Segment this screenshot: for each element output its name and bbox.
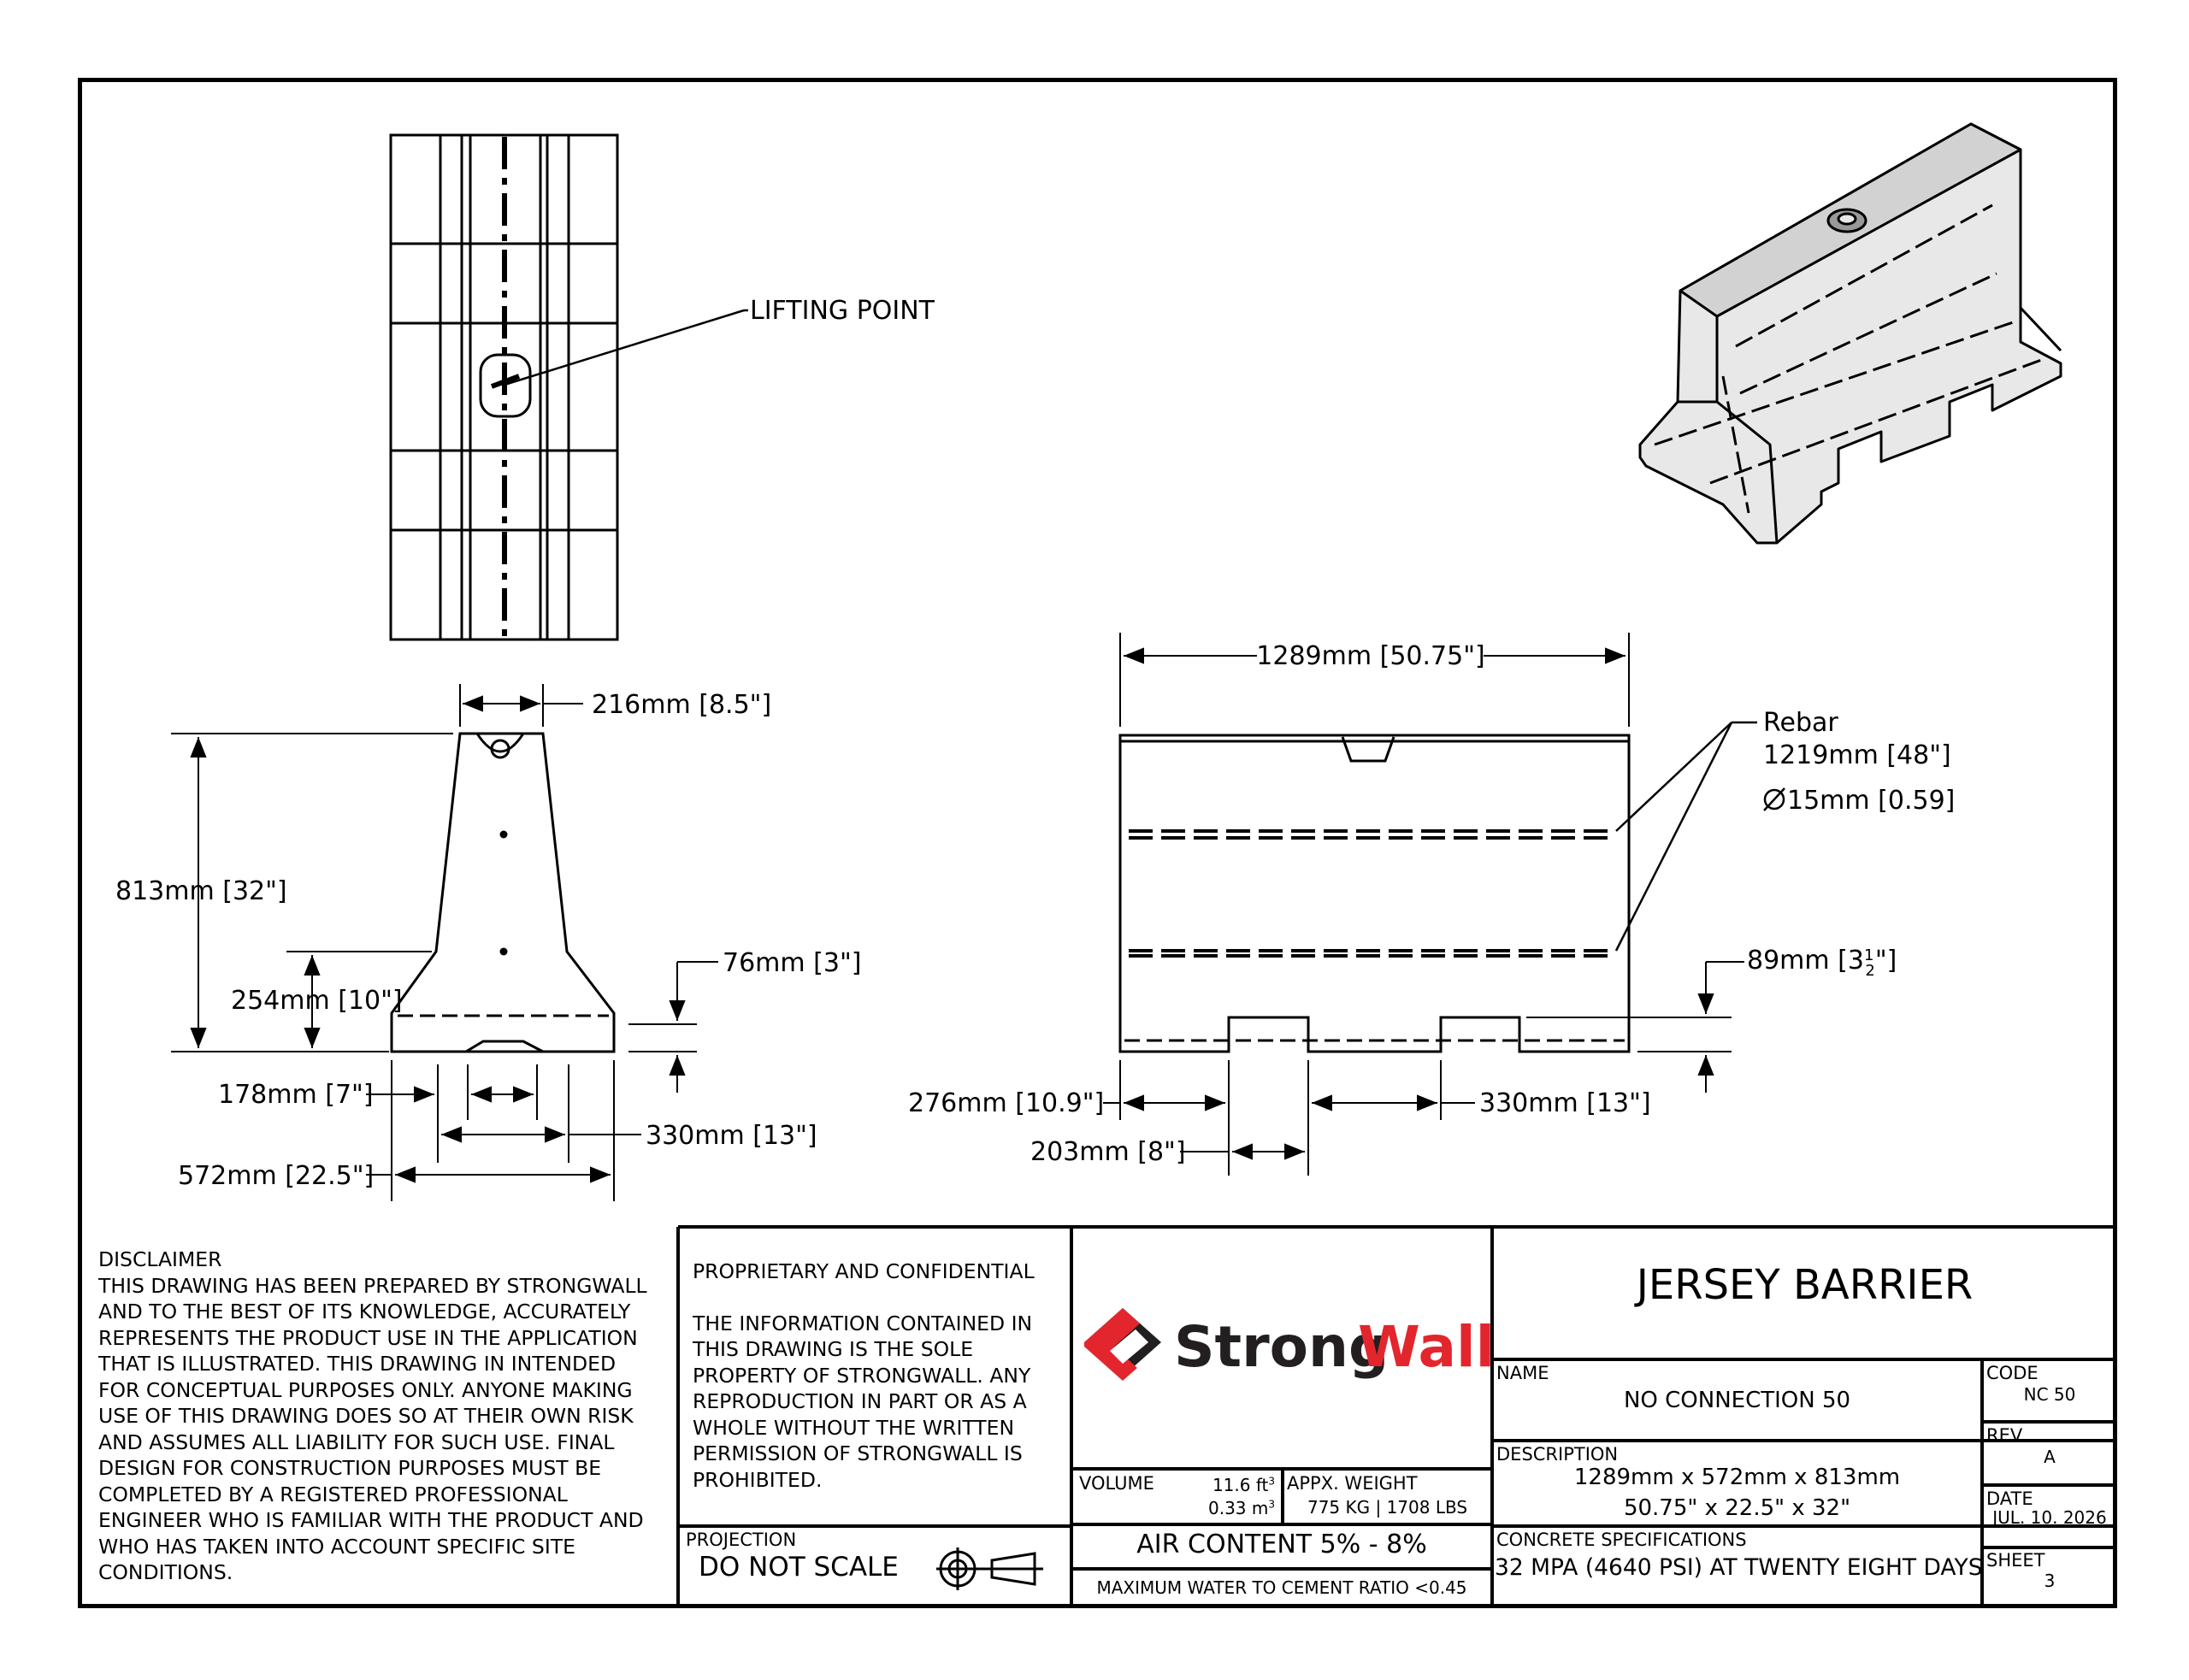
sheet-value: 3: [2044, 1571, 2056, 1591]
proprietary-line: REPRODUCTION IN PART OR AS A: [693, 1389, 1027, 1413]
drawing-area: LIFTING POINT: [115, 122, 2062, 1201]
dim-side-foot-height: 76mm [3"]: [723, 948, 861, 978]
name-label: NAME: [1496, 1363, 1549, 1383]
dim-base-width: 572mm [22.5"]: [178, 1161, 374, 1191]
name-value: NO CONNECTION 50: [1623, 1388, 1851, 1413]
disclaimer-line: COMPLETED BY A REGISTERED PROFESSIONAL: [98, 1482, 568, 1506]
disclaimer-line: ENGINEER WHO IS FAMILIAR WITH THE PRODUC…: [98, 1508, 644, 1532]
dim-front-slot-width: 203mm [8"]: [1030, 1137, 1186, 1167]
description-label: DESCRIPTION: [1496, 1444, 1619, 1465]
disclaimer-line: CONDITIONS.: [98, 1560, 233, 1584]
drawing-title: JERSEY BARRIER: [1636, 1261, 1974, 1309]
proprietary-line: THIS DRAWING IS THE SOLE: [693, 1337, 974, 1361]
dim-side-slot-width: 178mm [7"]: [218, 1080, 374, 1110]
rev-label: REV: [1986, 1425, 2023, 1446]
disclaimer-line: FOR CONCEPTUAL PURPOSES ONLY. ANYONE MAK…: [98, 1377, 633, 1402]
volume-m: 0.33 m3: [1207, 1498, 1275, 1518]
side-view: [171, 684, 718, 1201]
disclaimer-title: DISCLAIMER: [98, 1247, 222, 1271]
description-line2: 50.75" x 22.5" x 32": [1623, 1495, 1851, 1521]
disclaimer-line: WHO HAS TAKEN INTO ACCOUNT SPECIFIC SITE: [98, 1534, 575, 1559]
proprietary-line: PROPERTY OF STRONGWALL. ANY: [693, 1363, 1031, 1388]
disclaimer-line: REPRESENTS THE PRODUCT USE IN THE APPLIC…: [98, 1325, 638, 1350]
disclaimer-line: AND TO THE BEST OF ITS KNOWLEDGE, ACCURA…: [98, 1300, 631, 1323]
description-line1: 1289mm x 572mm x 813mm: [1573, 1465, 1901, 1490]
air-content: AIR CONTENT 5% - 8%: [1136, 1530, 1427, 1559]
concrete-value: 32 MPA (4640 PSI) AT TWENTY EIGHT DAYS: [1495, 1554, 1983, 1581]
logo-mark-icon: [1084, 1308, 1161, 1381]
proprietary-title: PROPRIETARY AND CONFIDENTIAL: [693, 1259, 1035, 1283]
proprietary-line: PROHIBITED.: [693, 1467, 823, 1492]
disclaimer-line: DESIGN FOR CONSTRUCTION PURPOSES MUST BE: [98, 1456, 602, 1480]
proprietary-line: WHOLE WITHOUT THE WRITTEN: [693, 1415, 1015, 1440]
logo-text-strong: Strong: [1174, 1314, 1389, 1380]
date-value: JUL. 10. 2026: [1992, 1507, 2107, 1528]
title-block-grid: [676, 1225, 2117, 1608]
disclaimer-line: THIS DRAWING HAS BEEN PREPARED BY STRONG…: [98, 1273, 647, 1298]
logo-text-wall: Wall: [1358, 1314, 1495, 1380]
front-view: [1103, 633, 1757, 1176]
volume-label: VOLUME: [1079, 1473, 1154, 1494]
third-angle-projection-icon: [936, 1547, 1043, 1590]
dim-inner-base: 330mm [13"]: [646, 1121, 817, 1151]
top-view: [389, 133, 748, 641]
strongwall-logo: Strong Wall: [1084, 1308, 1495, 1381]
volume-ft: 11.6 ft3: [1212, 1475, 1275, 1495]
dim-top-width: 216mm [8.5"]: [592, 690, 771, 720]
code-value: NC 50: [2023, 1384, 2076, 1405]
sheet-label: SHEET: [1986, 1550, 2045, 1571]
dim-height: 813mm [32"]: [115, 876, 287, 906]
concrete-label: CONCRETE SPECIFICATIONS: [1496, 1530, 1747, 1550]
proprietary-block: PROPRIETARY AND CONFIDENTIAL THE INFORMA…: [693, 1259, 1069, 1493]
isometric-view: [1638, 122, 2062, 545]
proprietary-line: THE INFORMATION CONTAINED IN: [693, 1311, 1033, 1335]
disclaimer-line: THAT IS ILLUSTRATED. THIS DRAWING IN INT…: [98, 1352, 617, 1376]
projection-label: PROJECTION: [686, 1530, 797, 1550]
rev-value: A: [2044, 1447, 2056, 1467]
diameter-icon: [1763, 787, 1785, 811]
disclaimer: DISCLAIMER THIS DRAWING HAS BEEN PREPARE…: [98, 1247, 680, 1586]
rebar-title: Rebar: [1763, 708, 1838, 738]
proprietary-line: PERMISSION OF STRONGWALL IS: [693, 1441, 1023, 1465]
lifting-point-label: LIFTING POINT: [750, 296, 935, 326]
disclaimer-line: AND ASSUMES ALL LIABILITY FOR SUCH USE. …: [98, 1429, 615, 1454]
dim-base-height: 254mm [10"]: [231, 986, 403, 1016]
date-label: DATE: [1986, 1488, 2033, 1509]
rebar-diameter: 15mm [0.59]: [1787, 786, 1955, 816]
water-cement-ratio: MAXIMUM WATER TO CEMENT RATIO <0.45: [1096, 1577, 1467, 1598]
weight-value: 775 KG | 1708 LBS: [1307, 1497, 1468, 1518]
dim-end-foot: 276mm [10.9"]: [908, 1088, 1104, 1118]
drawing-frame: [78, 78, 2117, 1608]
dim-length: 1289mm [50.75"]: [1256, 641, 1484, 671]
code-label: CODE: [1986, 1363, 2039, 1383]
weight-label: APPX. WEIGHT: [1287, 1473, 1418, 1494]
dim-middle-span: 330mm [13"]: [1479, 1088, 1651, 1118]
projection-value: DO NOT SCALE: [699, 1552, 899, 1583]
disclaimer-line: USE OF THIS DRAWING DOES SO AT THEIR OWN…: [98, 1404, 634, 1428]
rebar-length: 1219mm [48"]: [1763, 740, 1951, 770]
